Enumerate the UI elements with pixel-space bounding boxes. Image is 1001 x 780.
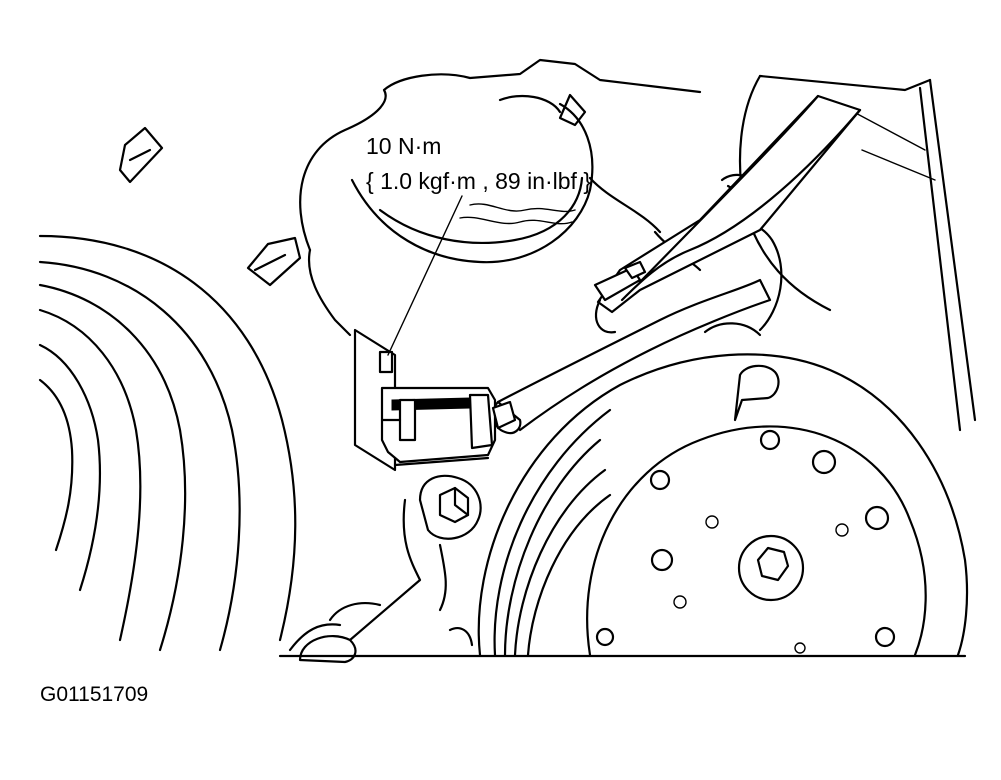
upper-housing <box>299 58 702 337</box>
sensor-connector <box>353 328 517 472</box>
torque-spec-primary: 10 N·m <box>366 133 442 159</box>
lower-left-bolt <box>288 474 482 664</box>
torque-spec-secondary: { 1.0 kgf·m , 89 in·lbf } <box>366 168 592 194</box>
right-pulley <box>477 353 969 657</box>
figure-id: G01151709 <box>40 683 149 706</box>
left-bolt-shapes <box>118 126 302 287</box>
cable-bracket <box>492 94 862 435</box>
leader-line <box>387 195 463 356</box>
left-pulley <box>38 234 297 652</box>
